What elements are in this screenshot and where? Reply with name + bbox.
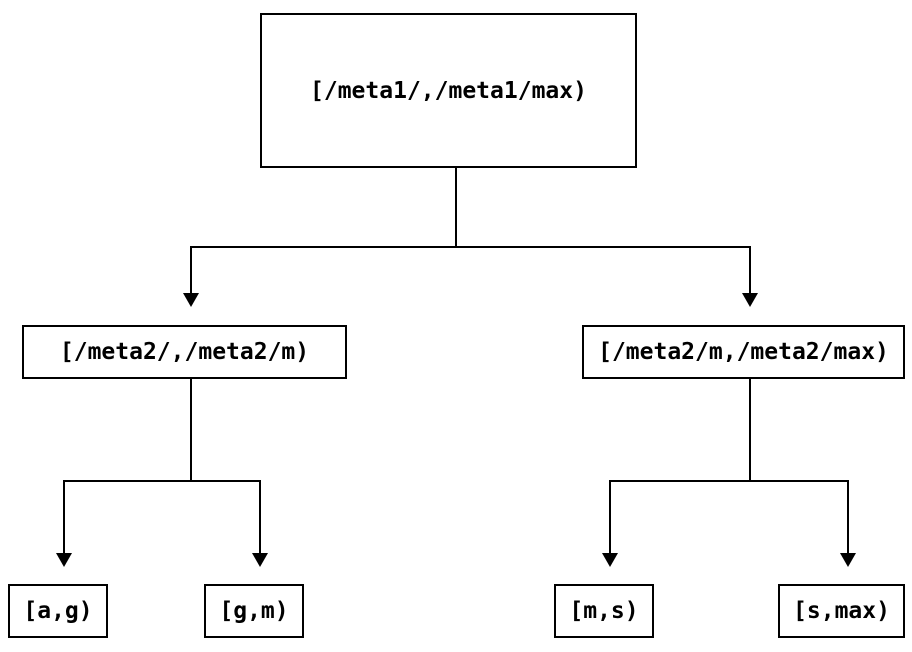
connector-drop-a-g xyxy=(63,480,65,553)
arrowhead-down-icon xyxy=(56,553,72,567)
tree-leaf-g-m: [g,m) xyxy=(204,584,304,638)
connector-root-stem xyxy=(455,168,457,247)
tree-node-meta2-right-label: [/meta2/m,/meta2/max) xyxy=(598,339,889,365)
tree-leaf-g-m-label: [g,m) xyxy=(219,598,289,624)
connector-meta2-right-branch xyxy=(609,480,849,482)
tree-leaf-s-max: [s,max) xyxy=(778,584,905,638)
arrowhead-down-icon xyxy=(742,293,758,307)
connector-drop-meta2-left xyxy=(190,246,192,293)
connector-drop-m-s xyxy=(609,480,611,553)
connector-drop-g-m xyxy=(259,480,261,553)
connector-meta2-left-stem xyxy=(190,379,192,482)
arrowhead-down-icon xyxy=(602,553,618,567)
connector-drop-s-max xyxy=(847,480,849,553)
tree-node-meta2-right: [/meta2/m,/meta2/max) xyxy=(582,325,905,379)
connector-meta2-right-stem xyxy=(749,379,751,482)
tree-node-meta2-left: [/meta2/,/meta2/m) xyxy=(22,325,347,379)
arrowhead-down-icon xyxy=(183,293,199,307)
connector-drop-meta2-right xyxy=(749,246,751,293)
arrowhead-down-icon xyxy=(840,553,856,567)
tree-leaf-a-g-label: [a,g) xyxy=(23,598,93,624)
tree-leaf-m-s: [m,s) xyxy=(554,584,654,638)
connector-meta2-left-branch xyxy=(63,480,261,482)
tree-node-root: [/meta1/,/meta1/max) xyxy=(260,13,637,168)
tree-leaf-s-max-label: [s,max) xyxy=(793,598,890,624)
arrowhead-down-icon xyxy=(252,553,268,567)
tree-leaf-a-g: [a,g) xyxy=(8,584,108,638)
tree-node-root-label: [/meta1/,/meta1/max) xyxy=(310,77,587,104)
connector-root-branch xyxy=(190,246,751,248)
tree-leaf-m-s-label: [m,s) xyxy=(569,598,639,624)
tree-node-meta2-left-label: [/meta2/,/meta2/m) xyxy=(59,339,310,365)
